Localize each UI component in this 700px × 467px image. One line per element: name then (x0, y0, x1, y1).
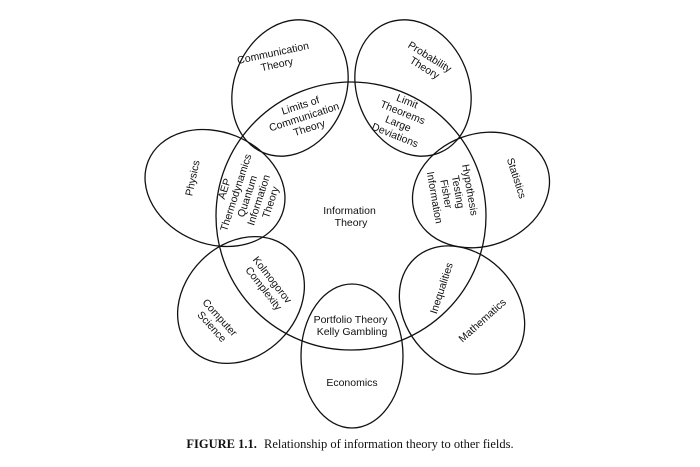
figure-caption-label: FIGURE 1.1. (186, 437, 257, 451)
statistics-ellipse (411, 131, 551, 249)
physics-overlap: AEP Thermodynamics Quantum Information T… (207, 146, 290, 244)
statistics-overlap: Hypothesis Testing Fisher Information (424, 163, 481, 225)
figure-caption-text: Relationship of information theory to ot… (264, 437, 514, 451)
probability-theory-ellipse (354, 19, 472, 157)
physics-ellipse (144, 128, 286, 248)
communication-theory-overlap: Limits of Communication Theory (264, 88, 347, 146)
physics-label: Physics (183, 159, 202, 197)
statistics-label: Statistics (504, 156, 528, 200)
probability-theory-overlap: Limit Theorems Large Deviations (369, 87, 434, 150)
computer-science-label: Computer Science (191, 297, 242, 349)
mathematics-ellipse (398, 245, 526, 375)
mathematics-label: Mathematics (457, 296, 509, 345)
mathematics-overlap: Inequalities (428, 261, 456, 315)
probability-theory-label: Probability Theory (399, 39, 456, 87)
economics-overlap: Portfolio Theory Kelly Gambling (314, 314, 391, 338)
economics-label: Economics (326, 377, 377, 389)
computer-science-overlap: Kolmogorov Complexity (240, 254, 295, 315)
center-ellipse (215, 81, 487, 351)
communication-theory-label: Communication Theory (236, 39, 315, 78)
computer-science-ellipse (176, 235, 306, 365)
economics-ellipse (300, 283, 404, 429)
figure-caption: FIGURE 1.1. Relationship of information … (0, 437, 700, 452)
center-label: Information Theory (323, 205, 378, 229)
